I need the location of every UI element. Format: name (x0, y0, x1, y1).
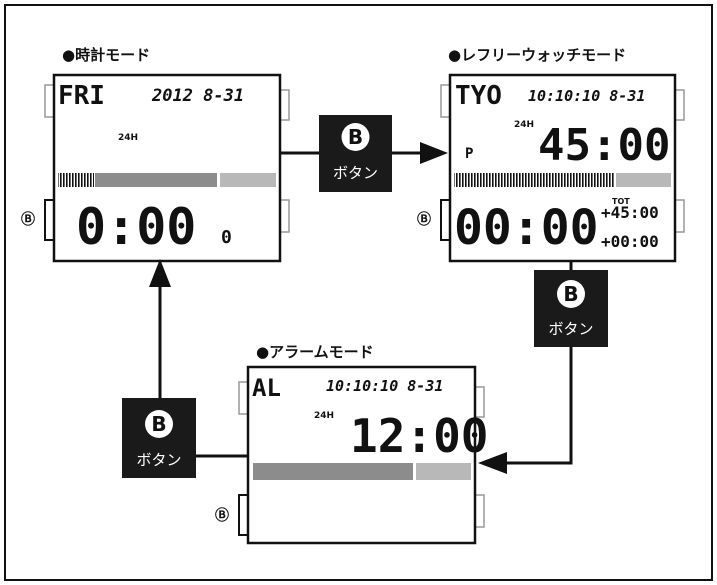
button-label: ボタン (333, 164, 378, 182)
bar-dark (95, 173, 217, 187)
b-button-box-1[interactable]: B ボタン (319, 115, 392, 192)
clock-mode-title: ●時計モード (62, 46, 150, 64)
arrow-head-icon (420, 142, 448, 164)
timer-readout: 00:00 (454, 200, 599, 256)
alarm-mode-title: ●アラームモード (256, 343, 374, 361)
alarm-label: AL (252, 374, 281, 402)
city-code: TYO (455, 81, 502, 111)
alarm-time: 12:00 (350, 409, 488, 463)
b-button-label-clock: Ⓑ (21, 211, 35, 228)
watch-display (448, 73, 677, 263)
button-label: ボタン (136, 451, 181, 469)
bar-dark (253, 463, 413, 480)
button-label: ボタン (548, 320, 593, 338)
b-circle-icon (145, 410, 173, 438)
date-readout: 10:10:10 8-31 (326, 377, 443, 395)
extra-value: +00:00 (601, 232, 659, 251)
connector-line (505, 347, 573, 465)
watch-display (52, 73, 282, 263)
bar-stripes (58, 173, 94, 187)
bar-light (416, 463, 471, 480)
hour-format: 24H (118, 133, 138, 143)
date-readout: 10:10:10 8-31 (528, 87, 645, 105)
tot-value: +45:00 (601, 203, 659, 222)
hour-format: 24H (314, 411, 334, 421)
bar-stripes (454, 173, 614, 187)
arrow-head-icon (149, 259, 171, 287)
referee-mode-title: ●レフリーウォッチモード (448, 46, 626, 64)
b-button-label-referee: Ⓑ (417, 211, 431, 228)
indicator: P (465, 146, 473, 162)
date-readout: 2012 8-31 (151, 86, 244, 106)
clock-mode-screen: FRI 2012 8-31 24H 0:00 0 (44, 73, 290, 263)
hour-format: 24H (514, 120, 534, 130)
b-button-box-2[interactable]: B ボタン (534, 270, 608, 347)
seconds-digit: 0 (221, 227, 232, 248)
b-letter: B (563, 282, 578, 306)
b-button-label-alarm: Ⓑ (215, 507, 229, 524)
b-letter: B (151, 412, 166, 436)
b-circle-icon (341, 123, 370, 151)
main-time: 0:00 (76, 198, 196, 256)
tot-label: TOT (612, 197, 630, 206)
b-button-box-3[interactable]: B ボタン (122, 398, 196, 478)
alarm-mode-screen: AL 10:10:10 8-31 24H 12:00 (238, 365, 488, 545)
b-circle-icon (557, 280, 585, 308)
day-of-week: FRI (58, 81, 105, 111)
referee-mode-screen: TYO 10:10:10 8-31 24H 45:00 P 00:00 TOT … (440, 73, 685, 263)
b-letter: B (348, 125, 363, 149)
bar-light (220, 173, 276, 187)
bar-light (616, 173, 671, 187)
outer-frame (4, 4, 713, 581)
main-time: 45:00 (538, 120, 670, 171)
arrow-head-icon (478, 452, 507, 474)
